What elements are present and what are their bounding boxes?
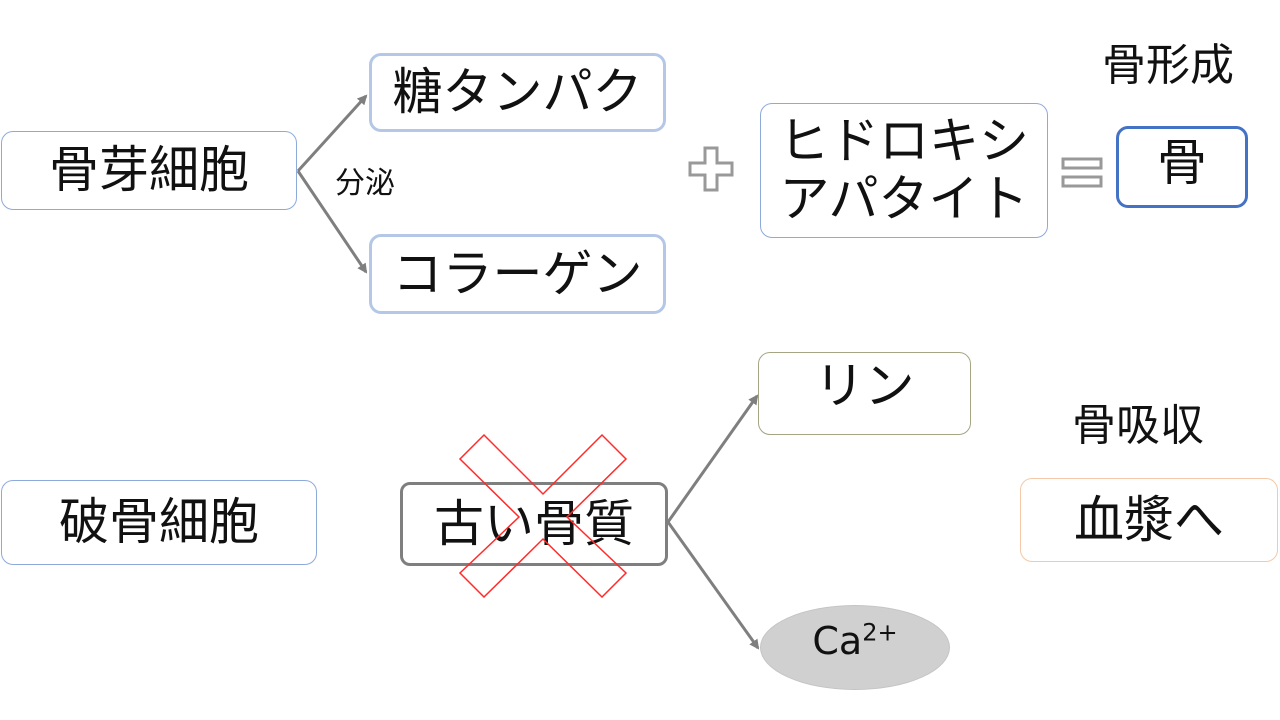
bone-result-box: 骨 (1116, 126, 1248, 208)
arrow-to-glycoprotein (296, 94, 368, 173)
cross-out-icon (458, 433, 628, 598)
osteoclast-box: 破骨細胞 (1, 480, 317, 565)
arrow-to-collagen (296, 170, 368, 274)
phosphorus-label: リン (814, 357, 915, 415)
osteoblast-box: 骨芽細胞 (1, 131, 297, 210)
calcium-charge: 2+ (862, 617, 898, 646)
glycoprotein-box: 糖タンパク (369, 53, 666, 132)
old-bone-box: 古い骨質 (400, 482, 668, 566)
hydroxyapatite-line2: アパタイト (779, 169, 1029, 228)
to-plasma-box: 血漿へ (1020, 478, 1278, 562)
osteoclast-label: 破骨細胞 (59, 493, 259, 551)
calcium-label: Ca2+ (812, 619, 897, 663)
hydroxyapatite-box: ヒドロキシ アパタイト (760, 103, 1048, 238)
collagen-label: コラーゲン (392, 244, 643, 303)
osteoblast-label: 骨芽細胞 (49, 141, 249, 199)
old-bone-label: 古い骨質 (434, 494, 634, 553)
arrow-to-calcium (666, 521, 760, 650)
collagen-box: コラーゲン (369, 234, 666, 314)
calcium-symbol: Ca (812, 618, 863, 663)
to-plasma-label: 血漿へ (1074, 490, 1224, 549)
glycoprotein-label: 糖タンパク (392, 63, 643, 121)
plus-icon (688, 146, 734, 192)
bone-result-label: 骨 (1157, 133, 1207, 192)
arrow-to-phosphorus (666, 394, 759, 523)
equals-icon (1061, 157, 1103, 188)
calcium-ion-ellipse: Ca2+ (760, 605, 950, 690)
secretion-label: 分泌 (335, 166, 395, 201)
bone-formation-heading: 骨形成 (1102, 40, 1234, 91)
bone-resorption-heading: 骨吸収 (1072, 400, 1204, 451)
hydroxyapatite-line1: ヒドロキシ (779, 112, 1029, 170)
phosphorus-box: リン (758, 352, 971, 435)
